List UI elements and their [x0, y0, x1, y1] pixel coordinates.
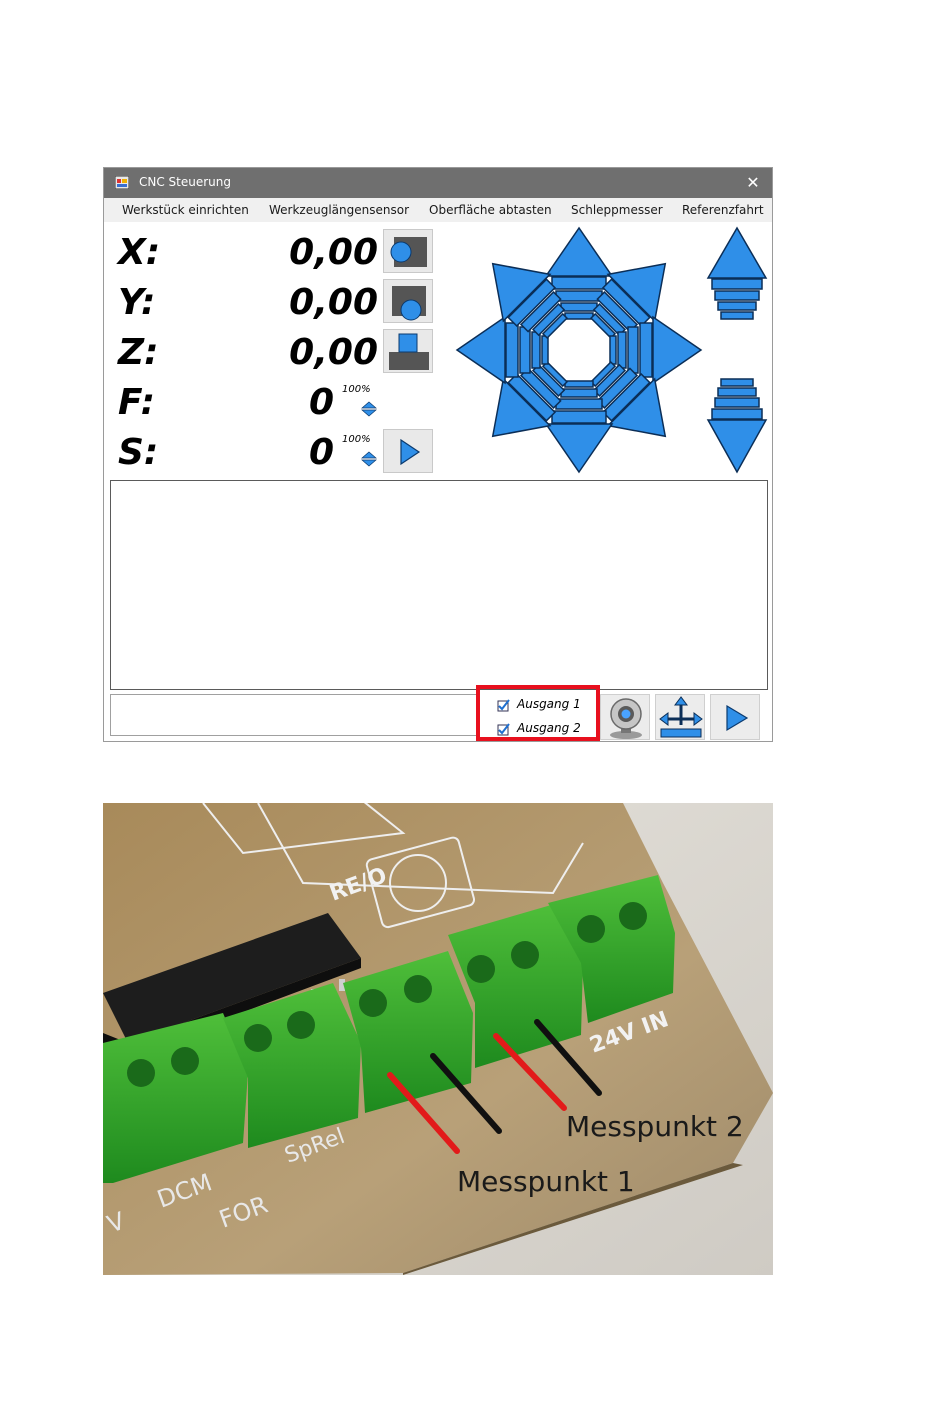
jog-z-plus-icon[interactable] [708, 228, 766, 319]
move-tool-button[interactable] [655, 694, 705, 740]
menu-homing[interactable]: Referenzfahrt [682, 203, 764, 217]
run-program-button[interactable] [710, 694, 760, 740]
y-value: 0,00 [254, 283, 378, 323]
zero-z-button[interactable] [383, 329, 433, 373]
pcb-image: RE/O 24V IN SpRel FOR DCM V [103, 803, 773, 1275]
close-icon: ✕ [746, 173, 759, 192]
menu-drag-knife[interactable]: Schleppmesser [571, 203, 663, 217]
menu-workpiece-setup[interactable]: Werkstück einrichten [122, 203, 249, 217]
spindle-start-button[interactable] [383, 429, 433, 473]
zero-y-button[interactable] [383, 279, 433, 323]
title-bar: CNC Steuerung ✕ [104, 168, 772, 198]
jog-xy-pad [437, 226, 727, 476]
play-icon [384, 430, 434, 474]
probe-x-icon [384, 230, 434, 274]
highlight-box [476, 685, 600, 741]
camera-button[interactable] [600, 694, 650, 740]
probe-z-icon [384, 330, 434, 374]
app-icon [115, 176, 129, 189]
measure-point-2-label: Messpunkt 2 [566, 1110, 744, 1143]
jog-y-minus-icon[interactable] [546, 381, 612, 472]
spindle-override-percent: 100% [342, 434, 371, 445]
window-title: CNC Steuerung [139, 175, 231, 189]
jog-x-plus-icon[interactable] [610, 317, 701, 383]
jog-y-plus-icon[interactable] [546, 228, 612, 319]
feed-value: 0 [254, 383, 334, 423]
spindle-override-spinner-icon[interactable] [361, 451, 377, 467]
x-axis-label: X: [118, 233, 160, 273]
output-console[interactable] [110, 480, 768, 690]
pcb-photo: RE/O 24V IN SpRel FOR DCM V Messpunkt 2 … [103, 803, 773, 1275]
z-axis-label: Z: [118, 333, 159, 373]
probe-y-icon [384, 280, 434, 324]
x-value: 0,00 [254, 233, 378, 273]
menu-bar: Werkstück einrichten Werkzeuglängensenso… [104, 198, 772, 222]
jog-z-pad [704, 226, 770, 476]
jog-x-minus-icon[interactable] [457, 317, 548, 383]
menu-surface-probe[interactable]: Oberfläche abtasten [429, 203, 552, 217]
webcam-icon [601, 695, 651, 741]
move-axes-icon [656, 695, 706, 741]
spindle-label: S: [118, 433, 158, 473]
feed-label: F: [118, 383, 155, 423]
menu-tool-length-sensor[interactable]: Werkzeuglängensensor [269, 203, 409, 217]
play-icon [711, 695, 761, 741]
command-input[interactable] [110, 694, 480, 736]
feed-override-percent: 100% [342, 384, 371, 395]
z-value: 0,00 [254, 333, 378, 373]
feed-override-spinner-icon[interactable] [361, 401, 377, 417]
spindle-value: 0 [254, 433, 334, 473]
y-axis-label: Y: [118, 283, 155, 323]
measure-point-1-label: Messpunkt 1 [457, 1165, 635, 1198]
jog-z-minus-icon[interactable] [708, 379, 766, 472]
cnc-window: CNC Steuerung ✕ Werkstück einrichten Wer… [103, 167, 773, 742]
close-button[interactable]: ✕ [734, 168, 772, 198]
zero-x-button[interactable] [383, 229, 433, 273]
